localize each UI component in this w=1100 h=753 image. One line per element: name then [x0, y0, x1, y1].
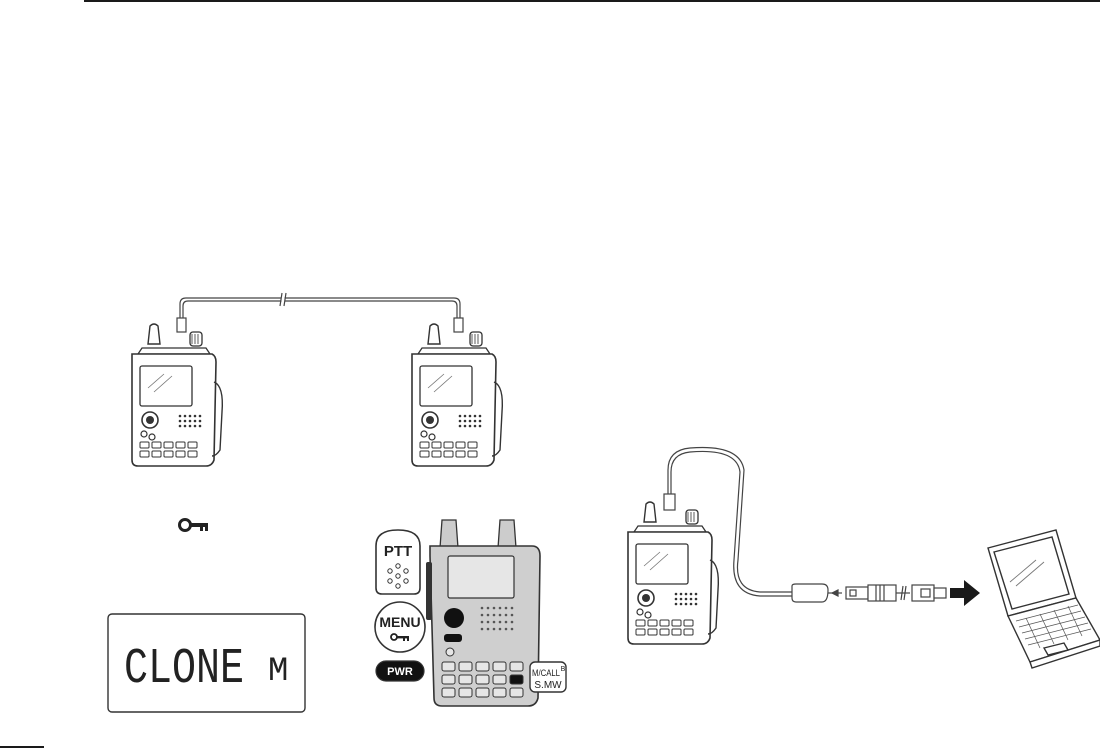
sub-transceiver	[412, 324, 502, 466]
key-icon	[180, 520, 209, 532]
smw-key-label: S.MW	[534, 680, 562, 691]
ptt-key-label: PTT	[384, 543, 412, 560]
master-transceiver	[132, 324, 222, 466]
pwr-key: PWR	[376, 661, 424, 681]
menu-key: MENU	[375, 602, 425, 652]
mcall-key-superscript: B	[561, 666, 566, 673]
pwr-key-label: PWR	[387, 666, 413, 678]
ptt-key: PTT	[376, 530, 420, 594]
lcd-main-text: CLONE	[124, 641, 244, 698]
menu-key-label: MENU	[379, 614, 420, 630]
mcall-smw-key: M/CALL B S.MW	[530, 662, 566, 692]
mcall-key-label: M/CALL	[532, 668, 560, 678]
laptop-icon	[988, 530, 1100, 668]
key-guide-transceiver	[426, 520, 540, 706]
clone-cable	[177, 293, 463, 332]
lcd-display: CLONE M	[108, 614, 305, 712]
arrow-right-icon	[950, 580, 980, 606]
pc-transceiver	[628, 502, 718, 644]
lcd-memory-indicator: M	[268, 653, 288, 691]
